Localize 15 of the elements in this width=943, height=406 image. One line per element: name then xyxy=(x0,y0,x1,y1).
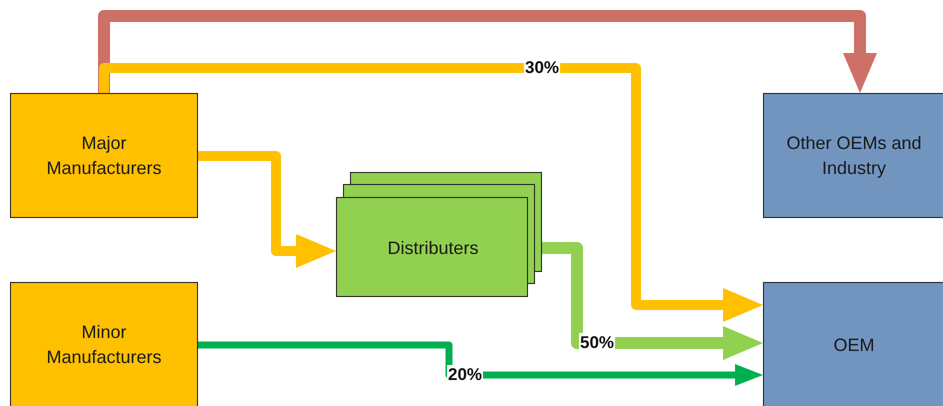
stacked-process-box xyxy=(336,172,542,297)
box-label: Major Manufacturers xyxy=(45,132,163,180)
arrow xyxy=(542,242,763,360)
box-label: Minor Manufacturers xyxy=(45,321,163,368)
box-label: OEM xyxy=(832,334,876,357)
arrow xyxy=(198,342,763,386)
box-label: Distributers xyxy=(386,236,480,260)
process-box xyxy=(763,93,943,218)
process-box xyxy=(10,93,198,218)
process-box xyxy=(10,282,198,406)
arrow xyxy=(198,151,336,268)
arrow xyxy=(98,10,877,93)
box-label: Other OEMs and Industry xyxy=(785,132,923,180)
process-box xyxy=(763,282,943,406)
arrow xyxy=(99,63,763,322)
